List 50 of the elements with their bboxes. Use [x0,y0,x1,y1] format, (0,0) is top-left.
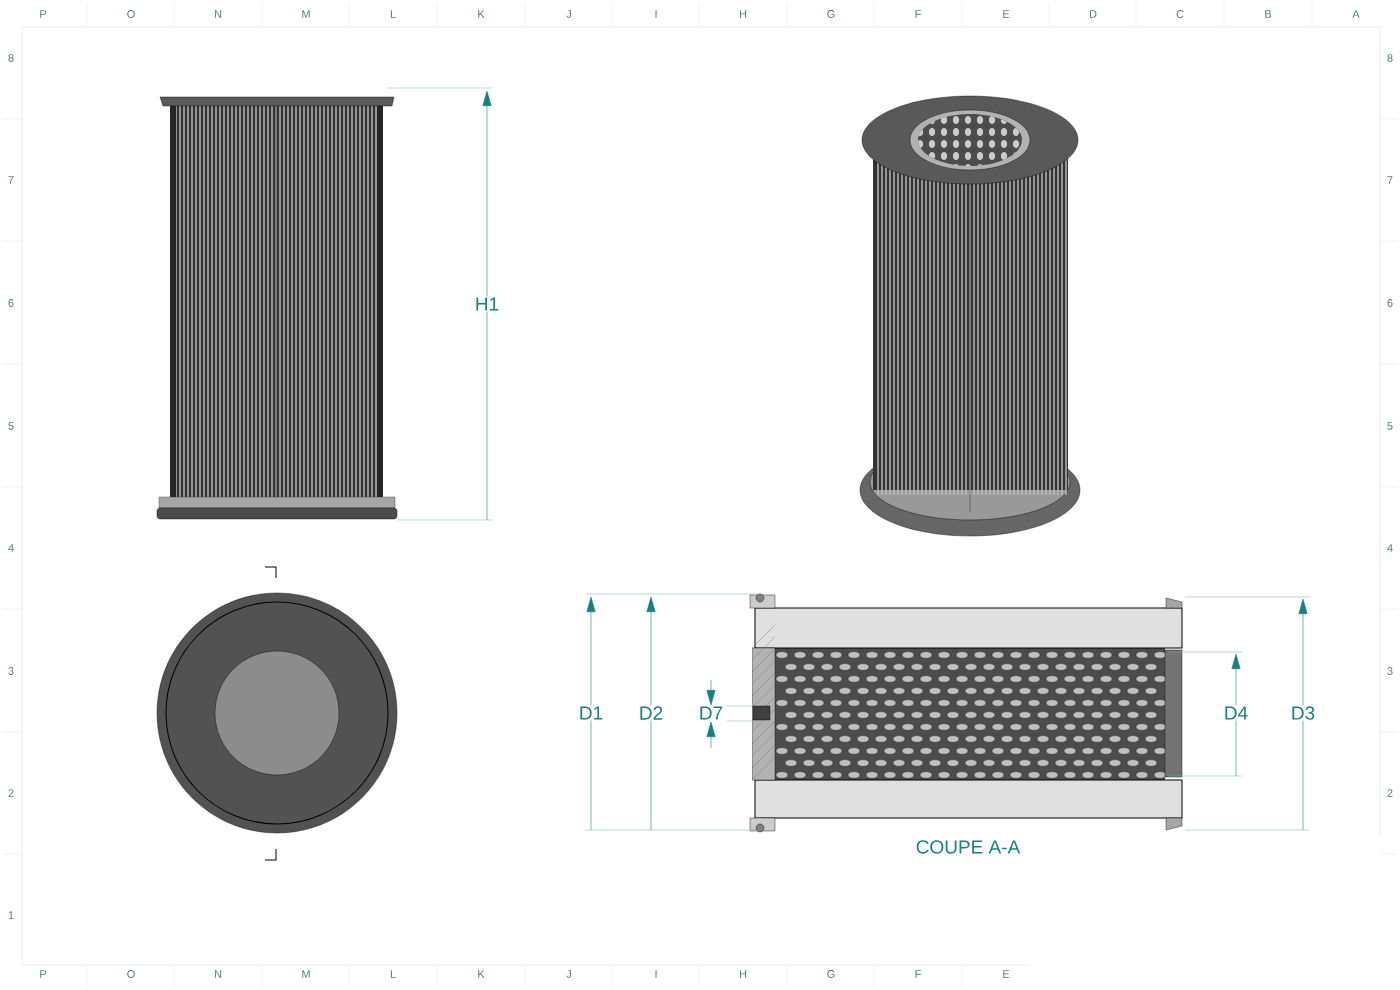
grid-reference: 5 [8,422,14,430]
grid-reference: 5 [1387,422,1393,430]
grid-reference: M [302,970,310,978]
grid-reference: 7 [1387,176,1393,184]
grid-reference: H [739,970,747,978]
grid-reference: M [302,10,310,18]
grid-reference: O [127,970,135,978]
grid-reference: C [1176,10,1184,18]
grid-reference: N [214,970,222,978]
grid-reference: K [478,10,485,18]
grid-reference: 8 [8,54,14,62]
grid-reference: 1 [8,911,14,919]
grid-reference: 3 [1387,667,1393,675]
dimension-label: D7 [697,705,725,721]
grid-reference: P [40,970,47,978]
grid-reference: J [566,10,571,18]
grid-reference: G [827,970,835,978]
grid-reference: G [827,10,835,18]
dimension-label: D3 [1289,705,1317,721]
grid-reference: P [40,10,47,18]
grid-reference: F [915,10,921,18]
grid-reference: L [390,10,396,18]
dimension-label: D4 [1222,705,1250,721]
grid-reference: I [655,970,657,978]
grid-reference: L [390,970,396,978]
grid-reference: 2 [8,789,14,797]
grid-reference: F [915,970,921,978]
grid-reference: J [566,970,571,978]
grid-reference: 4 [8,544,14,552]
grid-reference: 6 [1387,299,1393,307]
grid-reference: I [655,10,657,18]
section-title: COUPE A-A [916,840,1021,854]
grid-reference: 4 [1387,544,1393,552]
grid-reference: E [1003,970,1010,978]
grid-reference: A [1352,10,1360,18]
grid-reference: N [214,10,222,18]
dimension-label: D1 [577,705,605,721]
grid-reference: K [478,970,485,978]
dimension-label: D2 [637,705,665,721]
grid-reference: 2 [1387,789,1393,797]
dimension-label: H1 [473,296,501,312]
grid-reference: E [1003,10,1010,18]
grid-reference: D [1089,10,1097,18]
grid-reference: 3 [8,667,14,675]
grid-reference: 6 [8,299,14,307]
grid-reference: 7 [8,176,14,184]
grid-reference: H [739,10,747,18]
grid-reference: 8 [1387,54,1393,62]
grid-reference: O [127,10,135,18]
grid-reference: B [1265,10,1272,18]
